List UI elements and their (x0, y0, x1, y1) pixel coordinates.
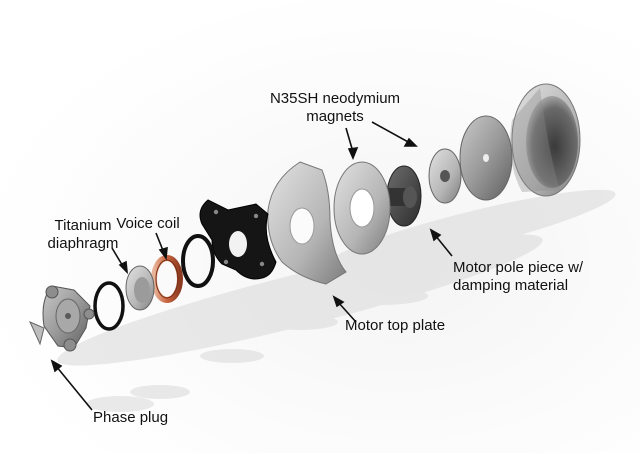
rear-disc (459, 115, 513, 201)
large-ring-magnet (333, 161, 391, 255)
label-motor-top-plate: Motor top plate (345, 317, 446, 334)
thin-ring-large (181, 234, 215, 288)
small-magnet (428, 148, 462, 204)
back-cup (509, 83, 581, 197)
voice-coil-part (151, 255, 183, 303)
titanium-diaphragm-part (125, 265, 155, 311)
black-mounting-plate (199, 199, 277, 280)
label-motor-pole-piece: Motor pole piece w/damping material (453, 259, 584, 294)
label-voice-coil: Voice coil (116, 215, 180, 232)
leader-arrows (50, 121, 453, 411)
floor-shadows (57, 189, 616, 412)
pole-piece (386, 165, 422, 227)
thin-ring-small (93, 281, 125, 331)
motor-top-plate (267, 161, 347, 285)
label-phase-plug: Phase plug (93, 409, 169, 426)
phase-plug-part (29, 285, 95, 352)
